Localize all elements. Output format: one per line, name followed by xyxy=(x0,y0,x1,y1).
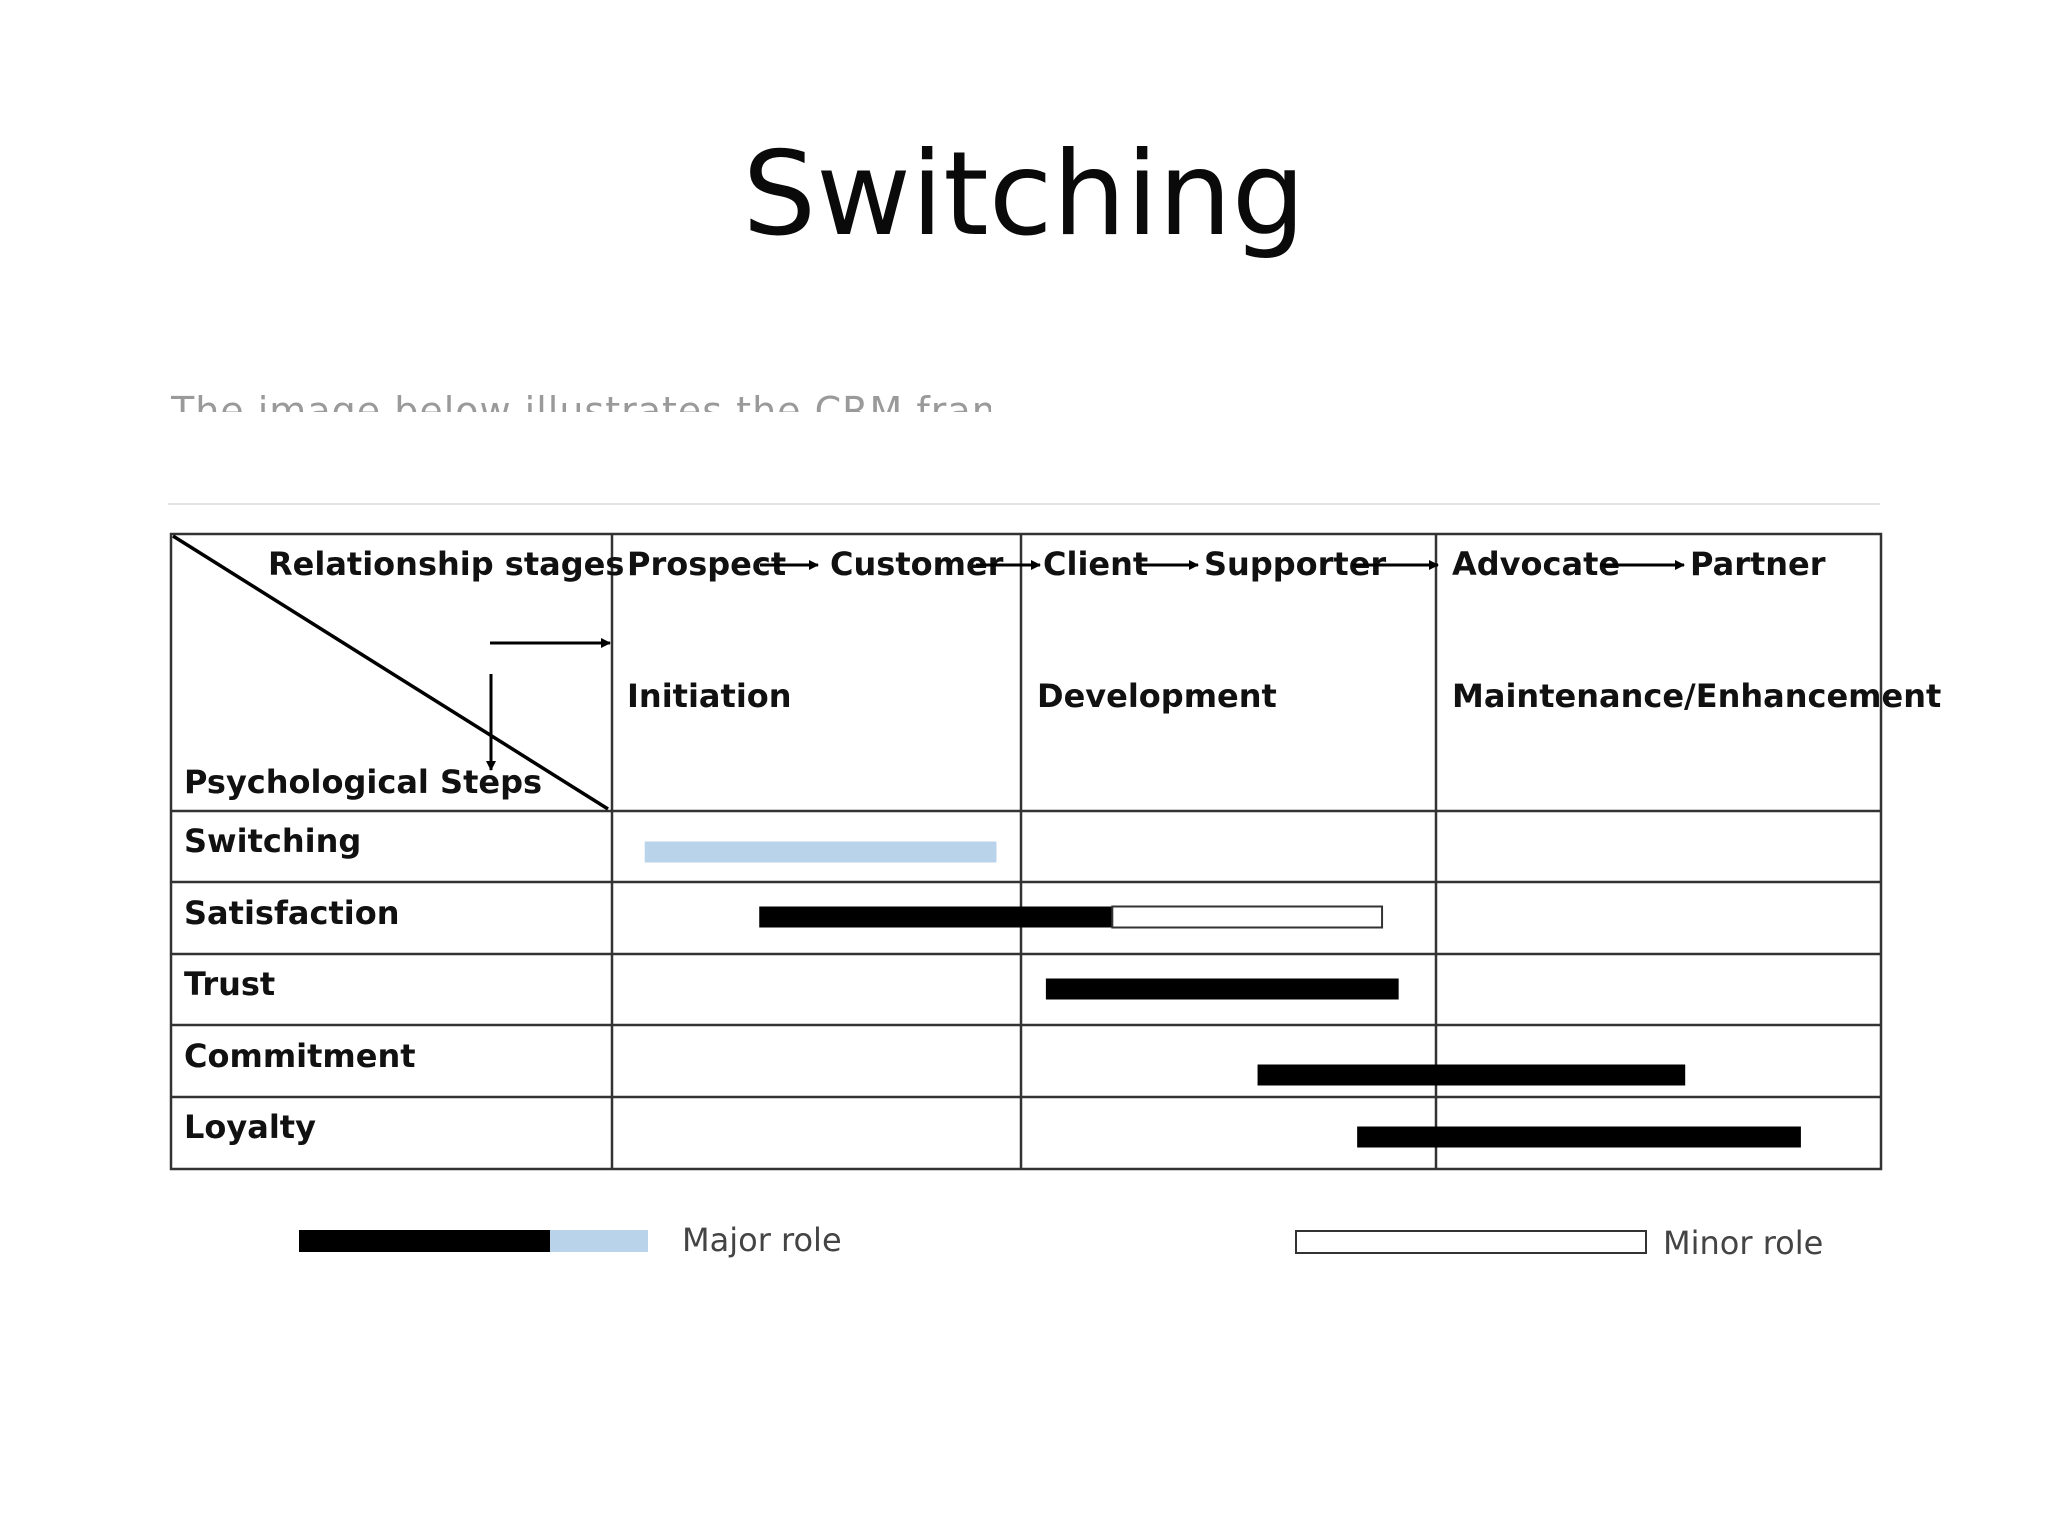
commitment-major-role-bar xyxy=(1257,1064,1686,1086)
psychological-steps-label: Psychological Steps xyxy=(184,763,542,801)
table-grid xyxy=(169,532,1883,1171)
row-label-loyalty: Loyalty xyxy=(184,1108,316,1146)
stage-label: Partner xyxy=(1690,545,1826,583)
row-label-trust: Trust xyxy=(184,965,275,1003)
satisfaction-major-role-bar xyxy=(759,906,1113,928)
row-label-commitment: Commitment xyxy=(184,1037,416,1075)
cropped-caption: The image below illustrates the CRM fram… xyxy=(171,372,991,412)
role-bars xyxy=(644,841,1801,1148)
slide-title: Switching xyxy=(742,127,1306,262)
legend-minor-swatch xyxy=(1295,1230,1647,1254)
switching-major-role-bar xyxy=(644,841,997,863)
stage-label: Client xyxy=(1043,545,1148,583)
relationship-stages-label: Relationship stages xyxy=(268,545,624,583)
stage-label: Advocate xyxy=(1452,545,1620,583)
row-label-satisfaction: Satisfaction xyxy=(184,894,399,932)
legend-major-swatch-dark xyxy=(299,1230,550,1252)
corner-diagonal-line xyxy=(172,534,609,811)
stage-label: Prospect xyxy=(627,545,786,583)
satisfaction-minor-role-bar xyxy=(1111,905,1384,929)
divider-line xyxy=(168,503,1880,505)
phase-label-initiation: Initiation xyxy=(627,677,792,715)
loyalty-major-role-bar xyxy=(1357,1126,1801,1148)
table-border xyxy=(169,532,1883,1171)
phase-label-development: Development xyxy=(1037,677,1277,715)
legend-major-label: Major role xyxy=(682,1221,842,1259)
caption-text: The image below illustrates the CRM fram… xyxy=(171,389,991,412)
stage-label: Customer xyxy=(830,545,1004,583)
phase-label-maintenance: Maintenance/Enhancement xyxy=(1452,677,1941,715)
legend-minor-label: Minor role xyxy=(1663,1224,1823,1262)
legend: Major role Minor role xyxy=(299,1221,1823,1262)
legend-major-swatch-light xyxy=(550,1230,648,1252)
stage-chain: Prospect Customer Client Supporter Advoc… xyxy=(627,545,1826,583)
row-label-switching: Switching xyxy=(184,822,361,860)
trust-major-role-bar xyxy=(1045,978,1399,1000)
